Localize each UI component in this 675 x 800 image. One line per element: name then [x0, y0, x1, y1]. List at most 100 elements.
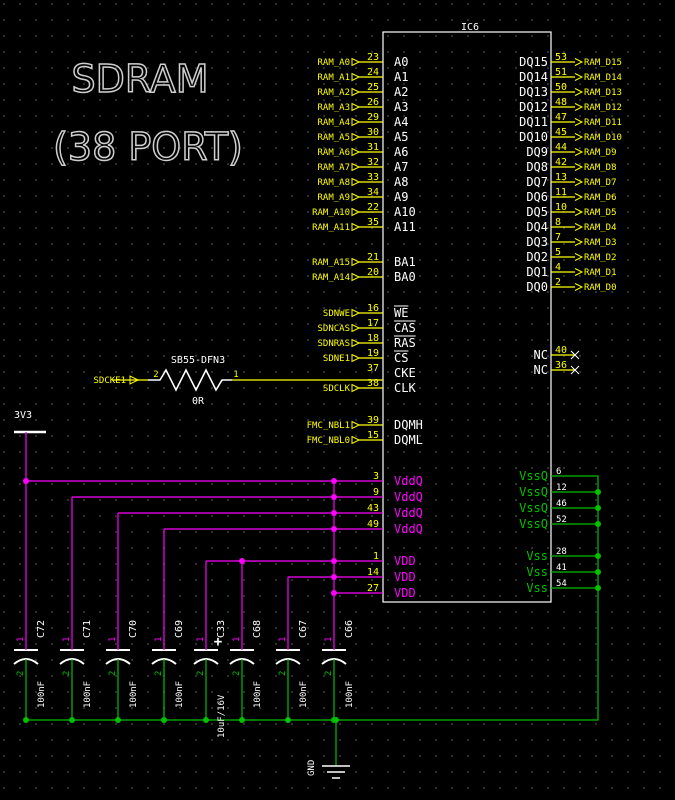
- resistor-pin-right: 1: [233, 370, 238, 380]
- ic-pin-7-net-label: RAM_D3: [584, 238, 617, 248]
- ic-pin-31-name: A6: [394, 145, 408, 159]
- ic-pin-32-net-arrow: [351, 162, 360, 172]
- power-rail-3v3[interactable]: 3V3: [14, 410, 46, 434]
- ic-pin-50-net-arrow: [574, 88, 584, 96]
- ground-symbol[interactable]: GND: [307, 720, 350, 779]
- ic-pin-7-net-arrow: [574, 238, 584, 246]
- junction-power-4: [331, 526, 337, 532]
- ic-pin-23-number: 23: [367, 52, 379, 63]
- resistor-sb55[interactable]: SB55-DFN3 0R 2 1 SDCKE1: [93, 355, 383, 407]
- ic-pin-19-number: 19: [367, 348, 379, 359]
- ic-pin-39-net-arrow: [351, 420, 360, 430]
- ic-pin-19-net-label: SDNE1: [323, 354, 350, 364]
- ic-pwr-pin-27-number: 27: [367, 583, 379, 594]
- ic-pin-21-net-arrow: [351, 257, 360, 267]
- ic-pin-53-net-label: RAM_D15: [584, 58, 622, 68]
- ic-pin-38-net-label: SDCLK: [323, 384, 351, 394]
- ic-pwr-pin-43-number: 43: [367, 503, 379, 514]
- ic-pin-44-name: DQ9: [526, 145, 548, 159]
- capacitor-c71-ref: C71: [82, 620, 93, 638]
- ic-pin-20-net-arrow: [351, 272, 360, 282]
- ic-pin-42-name: DQ8: [526, 160, 548, 174]
- ic-pin-24-net-arrow: [351, 72, 360, 82]
- ic-pin-17-number: 17: [367, 318, 379, 329]
- ic-pin-38-net-arrow: [351, 383, 360, 393]
- ic-body[interactable]: [382, 31, 552, 603]
- resistor-pin-left: 2: [153, 370, 158, 380]
- junction-gnd-pin-2: [595, 521, 601, 527]
- ic-pin-31-net-arrow: [351, 147, 360, 157]
- ic-pin-23-name: A0: [394, 55, 408, 69]
- capacitor-c67-pin1: 1: [278, 637, 288, 642]
- capacitor-c68-ref: C68: [252, 620, 263, 638]
- capacitor-c66-pin1: 1: [324, 637, 334, 642]
- ic-pin-4-net-label: RAM_D1: [584, 268, 617, 278]
- junction-gnd-cap-0: [23, 717, 29, 723]
- ic-pin-17-net-arrow: [351, 323, 360, 333]
- ic-pin-39-number: 39: [367, 415, 379, 426]
